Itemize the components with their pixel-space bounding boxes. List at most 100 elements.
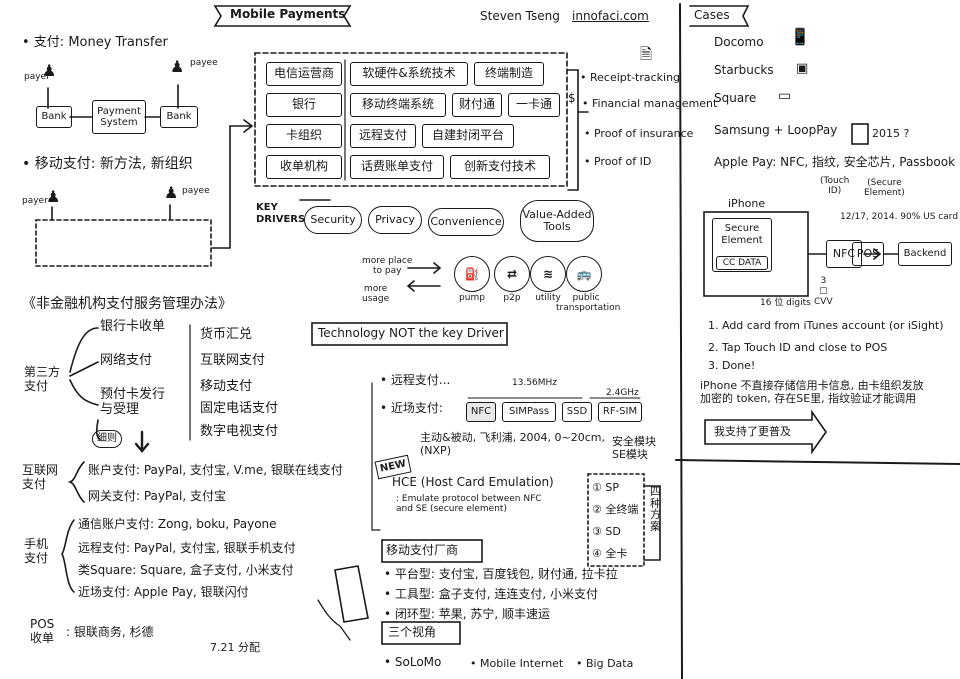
benefit-3: • Proof of ID (584, 155, 652, 168)
grid-right-2-1: 自建封闭平台 (422, 124, 514, 148)
step-1: 1. Add card from iTunes account (or iSig… (708, 319, 944, 332)
pos-root: POS 收单 (30, 617, 55, 645)
vendor-row-0: • 平台型: 支付宝, 百度钱包, 财付通, 拉卡拉 (384, 567, 618, 581)
reg-right-4: 数字电视支付 (200, 424, 279, 439)
bus-icon: 🚌 (566, 256, 602, 292)
hce-desc: : Emulate protocol between NFC and SE (s… (396, 494, 542, 515)
payment-system: Payment System (92, 100, 146, 134)
date-note: 7.21 分配 (210, 641, 260, 654)
mobile-payee-icon: ♟ (164, 183, 179, 202)
case-samsung: Samsung + LoopPay (714, 123, 838, 137)
reader-icon: ▭ (778, 88, 792, 104)
author: Steven Tseng (480, 9, 560, 23)
benefit-2: • Proof of insurance (584, 127, 694, 140)
touch-id: (Touch ID) (820, 176, 850, 197)
document-icon: 🗎 (640, 45, 653, 63)
freq-24: 2.4GHz (606, 388, 639, 398)
grid-right-1-2: 一卡通 (508, 93, 560, 117)
more-usage-label: more usage (362, 284, 390, 305)
three-views-title: 三个视角 (388, 625, 437, 639)
secure-element-box: Secure Element (712, 218, 772, 272)
rfsim-option: RF-SIM (598, 402, 642, 422)
apple-date-note: 12/17, 2014. 90% US card (840, 212, 959, 222)
remote-pay: • 远程支付... (380, 373, 451, 387)
grid-left-2: 卡组织 (266, 124, 342, 148)
apple-pay: Apple Pay: NFC, 指纹, 安全芯片, Passbook (714, 155, 956, 169)
benefit-0: • Receipt-tracking (580, 71, 681, 84)
grid-right-1-1: 财付通 (452, 93, 502, 117)
cvv-label: 3 ▢ CVV (814, 276, 833, 307)
mobile-pay-root: 手机 支付 (24, 537, 49, 565)
bank-right: Bank (160, 106, 198, 128)
payee-label: payee (190, 58, 218, 68)
branch-2: 预付卡发行 与受理 (100, 387, 166, 417)
se-option-0: ① SP (592, 481, 619, 494)
apple-pay-note: iPhone 不直接存储信用卡信息, 由卡组织发放 加密的 token, 存在S… (700, 379, 924, 405)
mobile-row-0: 通信账户支付: Zong, boku, Payone (78, 517, 277, 531)
cases-title: Cases (694, 8, 730, 22)
grid-left-1: 银行 (266, 93, 342, 117)
phone-icon: 📱 (790, 27, 810, 46)
mobile-row-3: 近场支付: Apple Pay, 银联闪付 (78, 585, 249, 599)
dollar-icon: $ (568, 91, 576, 105)
grid-right-1-0: 移动终端系统 (350, 93, 446, 117)
digits-label: 16 位 digits (760, 298, 811, 308)
step-3: 3. Done! (708, 359, 756, 372)
internet-row-0: 账户支付: PayPal, 支付宝, V.me, 银联在线支付 (88, 463, 343, 477)
nfc-option: NFC (466, 402, 496, 422)
pump-icon: ⛽ (454, 256, 490, 292)
hce-title: HCE (Host Card Emulation) (392, 475, 554, 489)
key-drivers-label: KEY DRIVERS (256, 202, 306, 225)
internet-pay-root: 互联网 支付 (22, 463, 59, 491)
reg-right-1: 互联网支付 (200, 353, 266, 368)
cc-data: CC DATA (716, 256, 768, 270)
grid-right-0-0: 软硬件&系统技术 (350, 62, 468, 86)
detail-note: 细则 (92, 430, 122, 448)
page-title: Mobile Payments (230, 7, 346, 21)
grid-right-0-1: 终端制造 (474, 62, 544, 86)
reg-right-2: 移动支付 (200, 379, 253, 394)
case-starbucks: Starbucks (714, 63, 774, 77)
mobile-payer-label: payer (22, 196, 48, 206)
mobile-row-1: 远程支付: PayPal, 支付宝, 银联手机支付 (78, 541, 296, 555)
ssd-option: SSD (562, 402, 592, 422)
view-2: • Big Data (576, 657, 634, 670)
case-square: Square (714, 91, 757, 105)
bank-left: Bank (36, 106, 72, 128)
secure-element-label: (Secure Element) (864, 178, 905, 199)
benefit-1: • Financial management (582, 97, 718, 110)
view-1: • Mobile Internet (470, 657, 564, 670)
card-icon: ▣ (796, 61, 809, 76)
branch-1: 网络支付 (100, 353, 153, 368)
se-option-1: ② 全终端 (592, 503, 639, 516)
payer-label: payer (24, 72, 50, 82)
step-2: 2. Tap Touch ID and close to POS (708, 341, 888, 354)
money-transfer-title: • 支付: Money Transfer (22, 35, 168, 50)
vendors-title: 移动支付厂商 (386, 543, 459, 557)
nfc-note: 主动&被动, 飞利浦, 2004, 0~20cm, (NXP) (420, 431, 606, 457)
mobile-row-2: 类Square: Square, 盒子支付, 小米支付 (78, 563, 294, 577)
case-docomo: Docomo (714, 35, 764, 49)
grid-right-2-0: 远程支付 (350, 124, 416, 148)
pos-box: POS (852, 242, 884, 266)
tech-not-driver: Technology NOT the key Driver (318, 326, 504, 340)
four-schemes: 四 种 方 案 (650, 485, 661, 533)
driver-security: Security (304, 206, 362, 234)
reg-right-0: 货币汇兑 (200, 327, 253, 342)
site: innofaci.com (572, 9, 649, 23)
vendor-row-1: • 工具型: 盒子支付, 连连支付, 小米支付 (384, 587, 599, 601)
freq-13: 13.56MHz (512, 378, 558, 388)
utility-label: utility (535, 293, 561, 303)
transport-label: public transportation (556, 293, 621, 313)
utility-icon: ≋ (530, 256, 566, 292)
mobile-payee-label: payee (182, 186, 210, 196)
payer-person-icon: ♟ (42, 61, 57, 80)
grid-left-3: 收单机构 (266, 155, 342, 179)
grid-left-0: 电信运营商 (266, 62, 342, 86)
more-place-label: more place to pay (362, 256, 413, 277)
branch-0: 银行卡收单 (100, 319, 166, 334)
simpass-option: SIMPass (502, 402, 556, 422)
arrow-label: 我支持了更普及 (714, 425, 791, 438)
internet-row-1: 网关支付: PayPal, 支付宝 (88, 489, 227, 503)
